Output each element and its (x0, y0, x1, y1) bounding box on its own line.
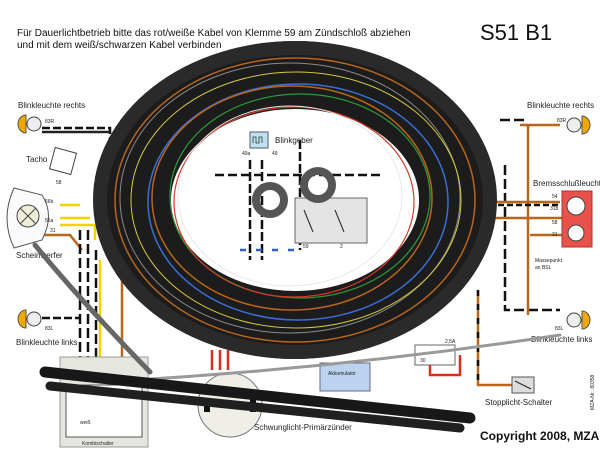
blinkgeber: Blinkgeber 49a 49 (242, 131, 313, 157)
scheinwerfer: 56b 56a 31 Scheinwerfer (6, 187, 63, 260)
terminal-label: 54 (552, 194, 558, 200)
label-blinkleuchte-links-left: Blinkleuchte links (16, 338, 77, 347)
zuendschloss: 59 2 (294, 197, 368, 250)
terminal-label: 49 (272, 151, 278, 157)
terminal-label: 83L (555, 326, 564, 332)
stopplicht-schalter: Stopplicht-Schalter (485, 376, 552, 407)
wiring-harness-coil (93, 41, 497, 359)
terminal-label: 56a (45, 218, 54, 224)
diagram-wires (36, 118, 565, 390)
terminal-label: 49a (242, 151, 251, 157)
label-scheinwerfer: Scheinwerfer (16, 251, 63, 260)
tacho: Tacho 58 (26, 146, 78, 186)
note-line-2: und mit dem weiß/schwarzen Kabel verbind… (17, 40, 222, 51)
akkumulator: Akkumulator (319, 362, 371, 392)
terminal-label: weiß (80, 420, 91, 426)
terminal-label: 31b (550, 206, 559, 212)
terminal-label: 83R (557, 118, 567, 124)
blinkleuchte-links-right: 83L Blinkleuchte links (531, 310, 592, 344)
grommets (252, 167, 336, 218)
bremsschlussleuchte: Bremsschlußleuchte 54 31b 58 31 Massepun… (533, 179, 600, 271)
label-kombischalter: Kombischalter (82, 441, 114, 447)
terminal-label: 56b (45, 199, 54, 205)
terminal-label: 2,5A (445, 339, 456, 345)
terminal-label: 31 (50, 228, 56, 234)
copyright: Copyright 2008, MZA (480, 429, 600, 443)
label-blinkgeber: Blinkgeber (275, 136, 313, 145)
label-blinkleuchte-rechts-right: Blinkleuchte rechts (527, 101, 594, 110)
label-zuender: Schwunglicht-Primärzünder (254, 423, 352, 432)
terminal-label: 83L (45, 326, 54, 332)
loose-cables (32, 242, 562, 433)
terminal-label: 59 (303, 244, 309, 250)
label-massepunkt-2: an BSL (535, 265, 552, 271)
label-tacho: Tacho (26, 155, 48, 164)
label-massepunkt-1: Massepunkt (535, 258, 563, 264)
label-stopplicht-schalter: Stopplicht-Schalter (485, 398, 552, 407)
terminal-label: 58 (56, 180, 62, 186)
terminal-label: 2 (340, 244, 343, 250)
terminal-label: 83R (45, 119, 55, 125)
label-blinkleuchte-links-right: Blinkleuchte links (531, 335, 592, 344)
blinkleuchte-rechts-left: Blinkleuchte rechts 83R (17, 101, 85, 134)
label-blinkleuchte-rechts-left: Blinkleuchte rechts (18, 101, 85, 110)
part-number: MZA-Nr.: 80358 (590, 374, 596, 410)
terminal-label: 58 (552, 220, 558, 226)
terminal-label: 31 (552, 232, 558, 238)
blinkleuchte-rechts-right: Blinkleuchte rechts 83R (527, 101, 594, 135)
terminal-label: 30 (420, 358, 426, 364)
note-line-1: Für Dauerlichtbetrieb bitte das rot/weiß… (17, 28, 411, 39)
label-bremsschlussleuchte: Bremsschlußleuchte (533, 179, 600, 188)
blinkleuchte-links-left: 83L Blinkleuchte links (16, 309, 77, 347)
model-title: S51 B1 (480, 20, 552, 45)
label-akkumulator: Akkumulator (328, 371, 356, 377)
